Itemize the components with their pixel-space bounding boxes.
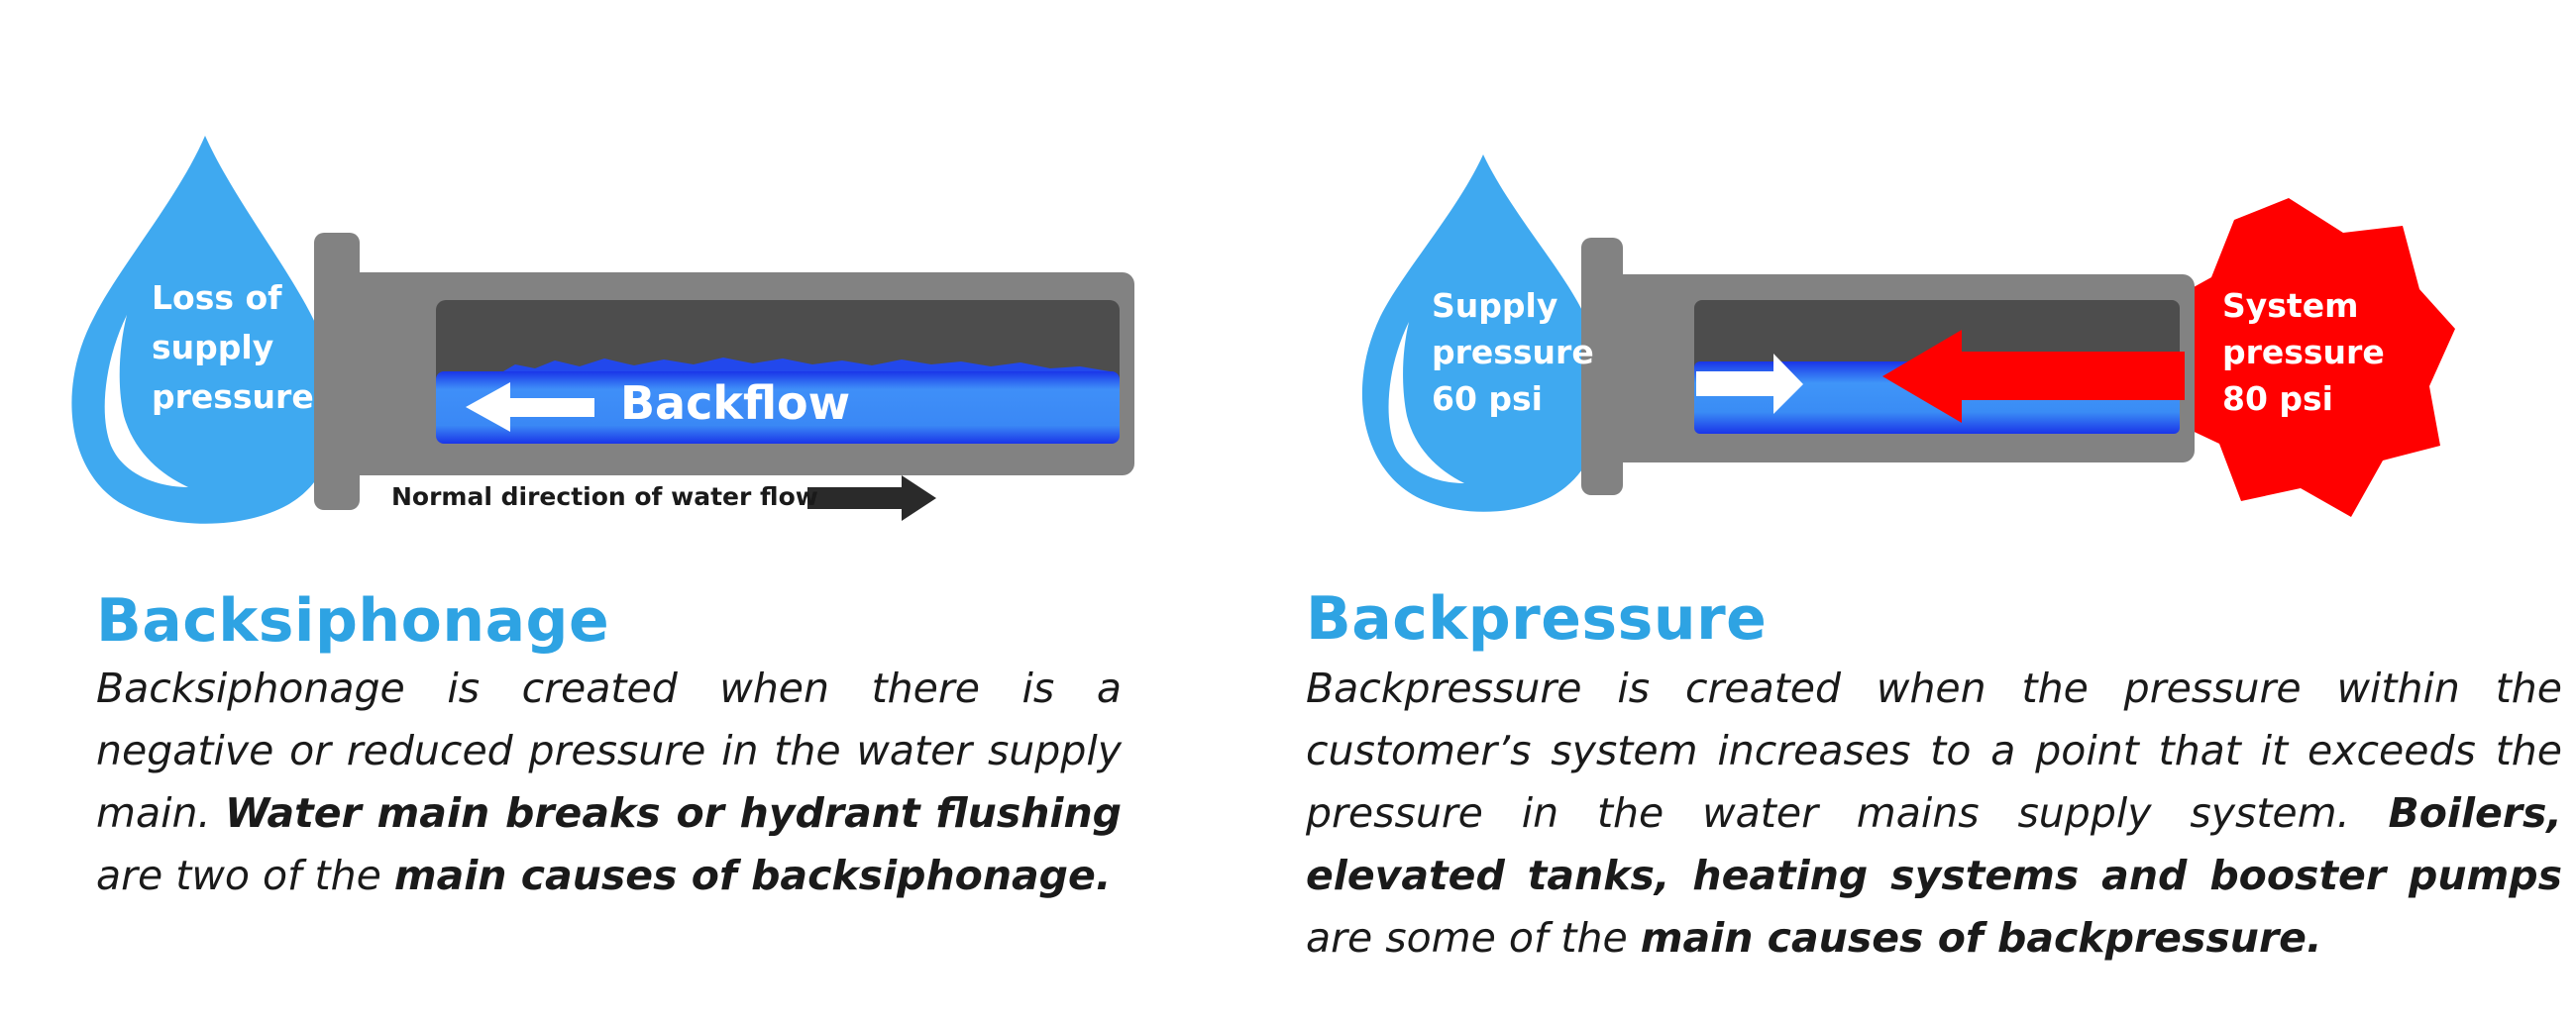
backflow-arrow-icon (466, 382, 594, 432)
water-drop-icon (71, 136, 338, 524)
backsiphonage-illustration (71, 136, 1134, 524)
backpressure-title: Backpressure (1306, 584, 1768, 654)
backpressure-illustration (1361, 154, 2455, 517)
water-drop-icon (1361, 154, 1605, 512)
normal-direction-label: Normal direction of water flow (391, 482, 818, 511)
supply-flow-arrow-icon (1696, 354, 1803, 414)
drop-highlight (1388, 322, 1464, 483)
backpressure-description: Backpressure is created when the pressur… (1306, 665, 2562, 962)
backsiphonage-description: Backsiphonage is created when there is a… (96, 665, 1122, 899)
loss-of-supply-pressure-label: Loss of supply pressure (152, 278, 314, 416)
system-pressure-burst-icon (2158, 198, 2455, 517)
water-level (436, 371, 1120, 444)
water-turbulence (503, 358, 1110, 371)
pipe-flange (1581, 238, 1623, 495)
pipe-flange (314, 233, 360, 510)
backsiphonage-title: Backsiphonage (96, 586, 610, 656)
normal-flow-arrow-icon (807, 475, 936, 521)
system-pressure-label: System pressure 80 psi (2222, 286, 2385, 418)
supply-pressure-label: Supply pressure 60 psi (1432, 286, 1594, 418)
drop-highlight (104, 315, 188, 487)
backpressure-arrow-icon (1882, 330, 2185, 423)
backflow-label: Backflow (620, 376, 851, 430)
